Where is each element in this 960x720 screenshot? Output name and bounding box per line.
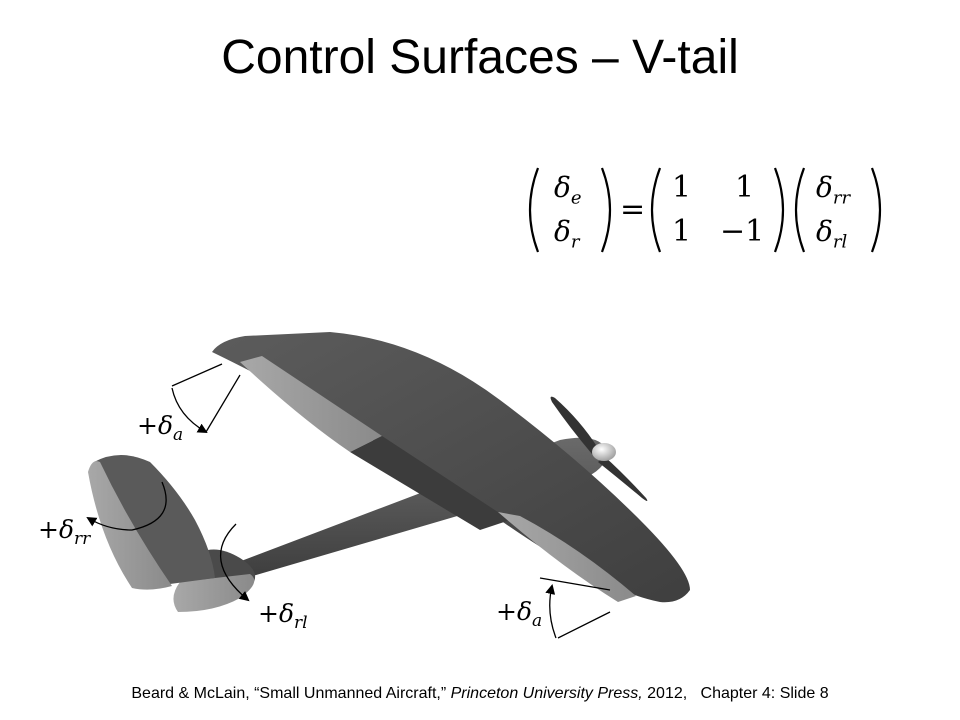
right-aileron [498, 512, 636, 602]
propeller-blade-lower [598, 456, 648, 501]
equation-parentheses [528, 167, 882, 253]
ruddervator-right-indicator [86, 481, 167, 531]
slide-footer: Beard & McLain, “Small Unmanned Aircraft… [0, 684, 960, 704]
label-delta-a-left: +δa [137, 411, 184, 446]
propeller-blade-upper [550, 396, 598, 454]
v-tail-right-fin [94, 455, 215, 584]
rhs-right-ruddervator: δrr [816, 171, 851, 209]
footer-publisher: Princeton University Press, [450, 685, 643, 702]
label-delta-rl: +δrl [258, 599, 308, 634]
propeller-spinner [592, 443, 616, 461]
aileron-left-indicator [171, 363, 241, 433]
aileron-right-indicator [539, 577, 611, 639]
ruddervator-left-indicator [219, 523, 250, 602]
label-delta-a-right: +δa [496, 597, 543, 632]
footer-year: 2012, [647, 685, 688, 702]
matrix-a11: 1 [672, 170, 692, 205]
wing-root-fairing [350, 436, 510, 530]
rhs-left-ruddervator: δrl [816, 215, 848, 253]
footer-slide-number: Slide 8 [779, 685, 829, 702]
lhs-elevator: δe [554, 171, 582, 209]
left-aileron [240, 356, 382, 452]
main-wing [212, 332, 690, 603]
label-delta-rr: +δrr [38, 515, 91, 550]
mixing-equation: δe δr = 1 1 1 −1 δrr δrl [520, 160, 890, 260]
footer-chapter: Chapter 4: [700, 685, 776, 702]
matrix-a22: −1 [720, 214, 765, 249]
lhs-rudder: δr [554, 215, 580, 253]
matrix-a12: 1 [735, 170, 755, 205]
right-ruddervator [88, 461, 172, 590]
footer-authors: Beard & McLain, “Small Unmanned Aircraft… [131, 685, 447, 702]
equals-sign: = [620, 192, 646, 227]
slide-title: Control Surfaces – V-tail [221, 31, 739, 84]
left-ruddervator [173, 574, 255, 612]
matrix-a21: 1 [672, 214, 692, 249]
